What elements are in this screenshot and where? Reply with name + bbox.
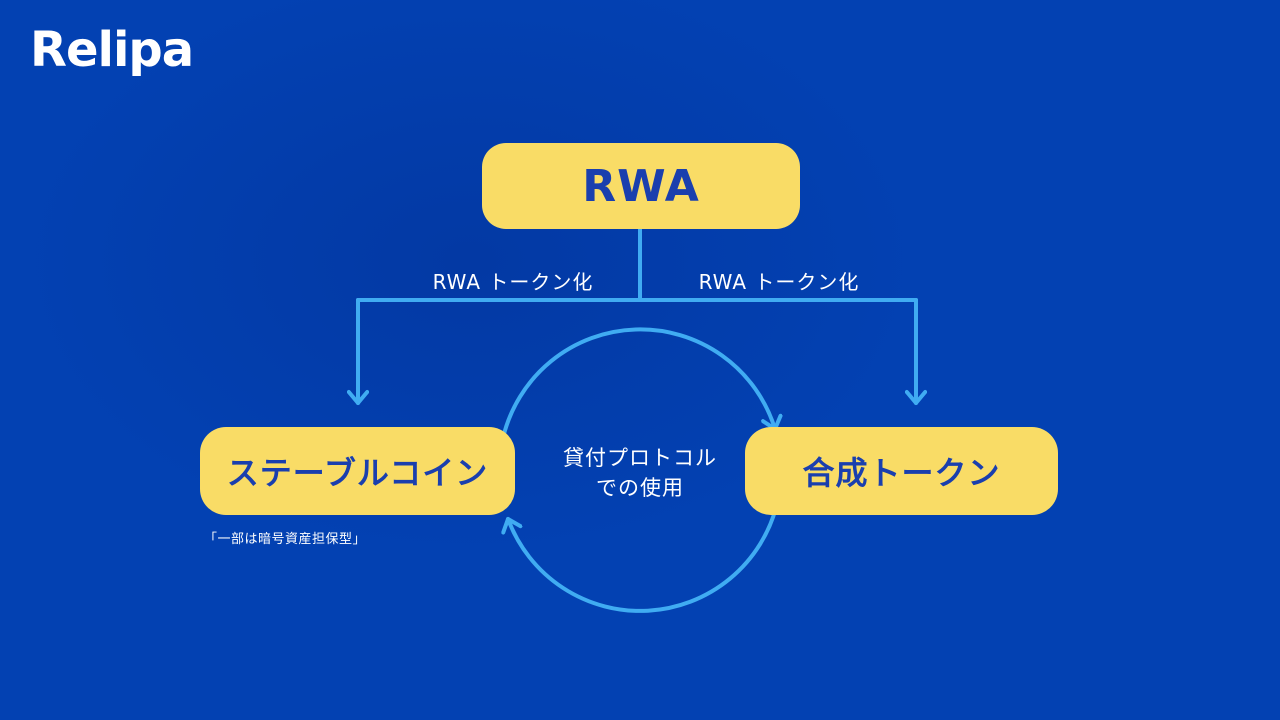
node-synthetic-token: 合成トークン: [745, 427, 1058, 515]
cycle-label-line2: での使用: [596, 476, 684, 500]
edge-label-tokenization-left: RWA トークン化: [432, 270, 594, 294]
cycle-arc-bottom: [508, 502, 779, 613]
cycle-label-line1: 貸付プロトコル: [563, 446, 717, 470]
node-stablecoin-label: ステーブルコイン: [226, 454, 489, 492]
node-synthetic-token-label: 合成トークン: [802, 454, 1001, 492]
edge-label-tokenization-right: RWA トークン化: [698, 270, 860, 294]
node-rwa-label: RWA: [582, 160, 700, 212]
stablecoin-caption: 「一部は暗号資産担保型」: [204, 532, 367, 547]
cycle-label: 貸付プロトコル での使用: [540, 443, 740, 503]
cycle-arc-top: [501, 327, 775, 440]
relipa-logo: Relipa: [30, 22, 194, 78]
node-stablecoin: ステーブルコイン: [200, 427, 515, 515]
node-rwa: RWA: [482, 143, 800, 229]
